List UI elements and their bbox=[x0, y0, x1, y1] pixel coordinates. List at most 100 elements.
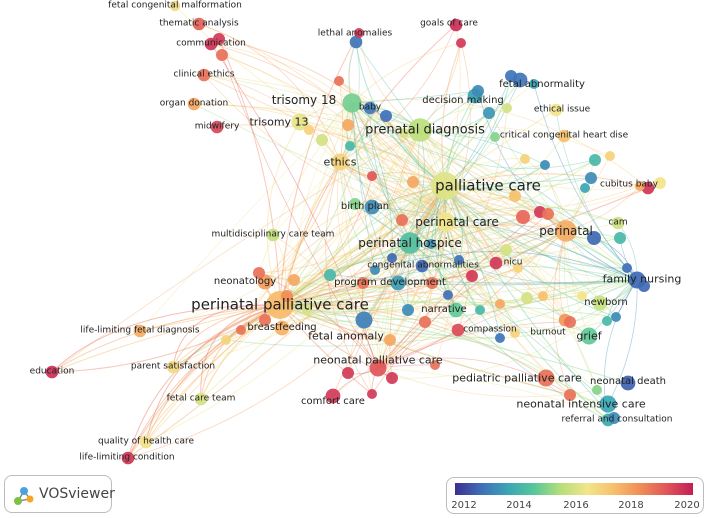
node-fetal-congenital-malformation[interactable] bbox=[169, 0, 181, 12]
node-minor[interactable] bbox=[334, 76, 344, 86]
node-organ-donation[interactable] bbox=[187, 97, 201, 111]
node-ethics[interactable] bbox=[331, 153, 349, 171]
node-neonatal-palliative-care[interactable] bbox=[369, 359, 387, 377]
node-breastfeeding[interactable] bbox=[274, 320, 290, 336]
node-minor[interactable] bbox=[213, 33, 225, 45]
node-label-critical-congenital-heart-dise[interactable]: critical congenital heart dise bbox=[499, 130, 629, 141]
node-label-life-limiting-fetal-diagnosis[interactable]: life-limiting fetal diagnosis bbox=[80, 325, 200, 336]
node-neonatal-intensive-care[interactable] bbox=[599, 395, 617, 413]
node-minor[interactable] bbox=[614, 232, 626, 244]
node-minor[interactable] bbox=[342, 119, 354, 131]
node-minor[interactable] bbox=[399, 128, 409, 138]
node-perinatal-hospice[interactable] bbox=[399, 232, 421, 254]
node-label-communication[interactable]: communication bbox=[176, 38, 246, 49]
node-perinatal-care[interactable] bbox=[436, 212, 456, 232]
node-minor[interactable] bbox=[611, 312, 621, 322]
node-pediatric-palliative-care[interactable] bbox=[537, 369, 555, 387]
node-comfort-care[interactable] bbox=[325, 388, 341, 404]
node-minor[interactable] bbox=[490, 132, 500, 142]
node-minor[interactable] bbox=[387, 253, 397, 263]
node-label-perinatal[interactable]: perinatal bbox=[539, 224, 593, 238]
node-minor[interactable] bbox=[324, 269, 336, 281]
node-label-education[interactable]: education bbox=[29, 366, 75, 377]
node-minor[interactable] bbox=[580, 183, 590, 193]
node-minor[interactable] bbox=[342, 367, 354, 379]
node-education[interactable] bbox=[45, 365, 59, 379]
node-minor[interactable] bbox=[520, 154, 530, 164]
node-label-life-limiting-condition[interactable]: life-limiting condition bbox=[79, 452, 175, 463]
node-label-family-nursing[interactable]: family nursing bbox=[602, 272, 682, 286]
node-label-fetal-anomaly[interactable]: fetal anomaly bbox=[308, 329, 384, 343]
node-label-palliative-care[interactable]: palliative care bbox=[435, 176, 541, 195]
node-label-decision-making[interactable]: decision making bbox=[422, 95, 504, 106]
node-label-baby[interactable]: baby bbox=[358, 102, 382, 113]
node-minor[interactable] bbox=[380, 110, 392, 122]
node-label-multidisciplinary-care-team[interactable]: multidisciplinary care team bbox=[211, 229, 335, 240]
node-minor[interactable] bbox=[505, 70, 517, 82]
node-minor[interactable] bbox=[304, 125, 314, 135]
node-minor[interactable] bbox=[510, 328, 520, 338]
node-label-prenatal-diagnosis[interactable]: prenatal diagnosis bbox=[365, 122, 485, 138]
node-label-newborn[interactable]: newborn bbox=[584, 297, 628, 308]
node-minor[interactable] bbox=[259, 314, 271, 326]
node-minor[interactable] bbox=[281, 290, 293, 302]
node-life-limiting-condition[interactable] bbox=[121, 451, 135, 465]
node-minor[interactable] bbox=[456, 38, 466, 48]
node-minor[interactable] bbox=[454, 255, 464, 265]
node-palliative-care[interactable] bbox=[431, 172, 459, 200]
node-minor[interactable] bbox=[608, 412, 620, 424]
node-label-pediatric-palliative-care[interactable]: pediatric palliative care bbox=[452, 371, 582, 385]
node-minor[interactable] bbox=[419, 316, 431, 328]
node-lethal-anomalies[interactable] bbox=[349, 35, 363, 49]
node-minor[interactable] bbox=[542, 208, 554, 220]
node-label-program-development[interactable]: program development bbox=[334, 277, 446, 288]
node-fetal-care-team[interactable] bbox=[194, 392, 208, 406]
node-minor[interactable] bbox=[349, 198, 361, 210]
node-minor[interactable] bbox=[426, 239, 436, 249]
node-minor[interactable] bbox=[638, 280, 650, 292]
node-minor[interactable] bbox=[521, 292, 533, 304]
node-cam[interactable] bbox=[611, 216, 625, 230]
node-program-development[interactable] bbox=[390, 275, 406, 291]
node-minor[interactable] bbox=[236, 325, 246, 335]
node-minor[interactable] bbox=[354, 28, 364, 38]
node-minor[interactable] bbox=[538, 291, 548, 301]
node-minor[interactable] bbox=[500, 244, 512, 256]
node-label-quality-of-health-care[interactable]: quality of health care bbox=[97, 436, 195, 447]
node-label-grief[interactable]: grief bbox=[576, 329, 602, 343]
node-label-ethical-issue[interactable]: ethical issue bbox=[533, 104, 591, 115]
node-parent-satisfaction[interactable] bbox=[166, 360, 180, 374]
node-minor[interactable] bbox=[564, 316, 576, 328]
node-minor[interactable] bbox=[386, 372, 398, 384]
node-minor[interactable] bbox=[475, 305, 485, 315]
node-minor[interactable] bbox=[288, 274, 300, 286]
node-label-cubitus-baby[interactable]: cubitus baby bbox=[600, 179, 658, 190]
node-label-neonatology[interactable]: neonatology bbox=[213, 276, 277, 287]
node-minor[interactable] bbox=[516, 210, 530, 224]
node-minor[interactable] bbox=[370, 265, 380, 275]
node-minor[interactable] bbox=[654, 177, 666, 189]
node-clinical-ethics[interactable] bbox=[197, 68, 211, 82]
node-minor[interactable] bbox=[605, 151, 615, 161]
node-prenatal-diagnosis[interactable] bbox=[408, 118, 432, 142]
node-critical-congenital-heart-dise[interactable] bbox=[557, 129, 571, 143]
node-minor[interactable] bbox=[513, 263, 523, 273]
node-label-midwifery[interactable]: midwifery bbox=[194, 121, 240, 132]
node-multidisciplinary-care-team[interactable] bbox=[266, 228, 280, 242]
node-minor[interactable] bbox=[495, 299, 505, 309]
node-nicu[interactable] bbox=[489, 256, 503, 270]
node-minor[interactable] bbox=[472, 85, 484, 97]
node-minor[interactable] bbox=[396, 214, 408, 226]
node-minor[interactable] bbox=[367, 389, 377, 399]
node-label-burnout[interactable]: burnout bbox=[530, 327, 566, 338]
node-label-fetal-congenital-malformation[interactable]: fetal congenital malformation bbox=[108, 0, 242, 11]
node-minor[interactable] bbox=[426, 277, 438, 289]
node-label-comfort-care[interactable]: comfort care bbox=[301, 396, 365, 407]
node-minor[interactable] bbox=[495, 333, 505, 343]
node-neonatal-death[interactable] bbox=[620, 375, 636, 391]
node-perinatal[interactable] bbox=[555, 220, 577, 242]
node-label-birth-plan[interactable]: birth plan bbox=[340, 201, 390, 212]
node-midwifery[interactable] bbox=[210, 120, 224, 134]
node-narrative[interactable] bbox=[448, 302, 464, 318]
